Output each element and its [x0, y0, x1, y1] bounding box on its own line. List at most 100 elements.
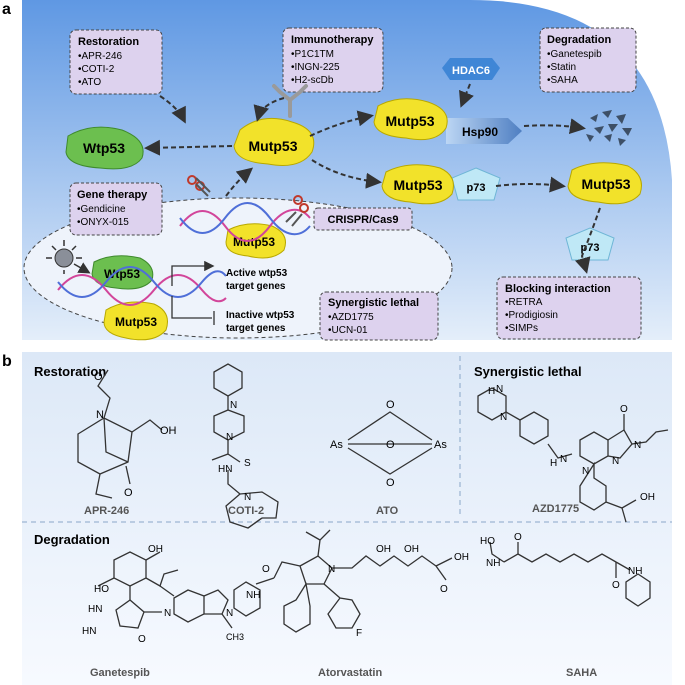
atom-label: OH	[160, 425, 177, 437]
atom-label: O	[262, 564, 270, 575]
active-genes-arrow	[171, 260, 215, 286]
atom-label: N	[500, 412, 507, 423]
mutp53-label: Mutp53	[233, 235, 275, 249]
gene-therapy-item: •Gendicine	[77, 204, 126, 215]
atorvastatin-structure	[233, 529, 453, 633]
degradation-box: Degradation •Ganetespib •Statin •SAHA	[539, 27, 637, 93]
compound-label: COTI-2	[228, 505, 264, 517]
immunotherapy-item: •P1C1TM	[291, 49, 334, 60]
immunotherapy-item: •INGN-225	[291, 62, 340, 73]
atom-label: N	[244, 492, 251, 503]
compound-label: Ganetespib	[90, 667, 150, 679]
mutp53-label: Mutp53	[582, 176, 631, 192]
inactive-genes-inhibition	[171, 296, 215, 325]
active-genes-label: Active wtp53	[226, 268, 288, 279]
atom-label: O	[386, 477, 395, 489]
atom-label: O	[386, 439, 395, 451]
degradation-item: •Ganetespib	[547, 49, 602, 60]
restoration-b-title: Restoration	[34, 364, 106, 379]
atom-label: O	[94, 371, 103, 383]
hdac6-badge: HDAC6	[442, 58, 500, 80]
dna-helix-top	[179, 202, 311, 242]
atom-label: H	[488, 386, 495, 397]
compound-label: ATO	[376, 505, 399, 517]
atom-label: CH3	[226, 632, 244, 642]
restoration-item: •ATO	[78, 77, 101, 88]
degradation-b-title: Degradation	[34, 532, 110, 547]
blocking-item: •Prodigiosin	[505, 310, 558, 321]
restoration-item: •COTI-2	[78, 64, 115, 75]
atom-label: N	[96, 409, 104, 421]
p73-pentagon: p73	[451, 167, 501, 201]
synergistic-item: •AZD1775	[328, 312, 374, 323]
panel-b-background	[22, 352, 672, 685]
degraded-fragments-icon	[586, 110, 632, 146]
immunotherapy-title: Immunotherapy	[291, 34, 374, 46]
atom-label: N	[164, 608, 171, 619]
p73-label: p73	[581, 242, 600, 254]
atom-label: OH	[148, 544, 163, 555]
p73-label: p73	[467, 182, 486, 194]
atom-label: N	[634, 440, 641, 451]
crispr-box: CRISPR/Cas9	[313, 207, 413, 231]
atom-label: O	[440, 584, 448, 595]
wtp53-label: Wtp53	[83, 140, 125, 156]
immunotherapy-box: Immunotherapy •P1C1TM •INGN-225 •H2-scDb	[282, 27, 384, 93]
hsp90-label: Hsp90	[462, 125, 498, 139]
flow-arrows	[144, 83, 601, 274]
atom-label: OH	[640, 492, 655, 503]
wtp53-label: Wtp53	[104, 267, 140, 281]
gene-therapy-title: Gene therapy	[77, 189, 148, 201]
atom-label: N	[582, 466, 589, 477]
atom-label: NH	[628, 566, 642, 577]
compound-label: APR-246	[84, 505, 129, 517]
restoration-item: •APR-246	[78, 51, 123, 62]
atom-label: N	[226, 608, 233, 619]
active-genes-label: target genes	[226, 281, 286, 292]
degradation-item: •Statin	[547, 62, 576, 73]
atom-label: H	[550, 458, 557, 469]
synergistic-title: Synergistic lethal	[328, 297, 419, 309]
gene-therapy-box: Gene therapy •Gendicine •ONYX-015	[69, 182, 163, 236]
hdac6-label: HDAC6	[452, 65, 490, 77]
atom-label: HN	[88, 604, 102, 615]
scissors-icon	[285, 195, 309, 227]
antibody-icon	[272, 84, 308, 118]
immunotherapy-item: •H2-scDb	[291, 75, 334, 86]
synergistic-lethal-box: Synergistic lethal •AZD1775 •UCN-01	[319, 291, 439, 341]
compound-label: Atorvastatin	[318, 667, 382, 679]
mutp53-blob-p73: Mutp53	[381, 164, 454, 205]
synergistic-item: •UCN-01	[328, 325, 368, 336]
mutp53-label: Mutp53	[249, 138, 298, 154]
mutp53-blob-dna: Mutp53	[225, 223, 286, 259]
atom-label: OH	[376, 544, 391, 555]
atom-label: NH	[246, 590, 260, 601]
atom-label: O	[138, 634, 146, 645]
azd1775-structure	[477, 387, 669, 523]
panel-a-label: a	[2, 1, 11, 18]
saha-structure	[489, 541, 651, 607]
blocking-item: •RETRA	[505, 297, 543, 308]
dna-helix-bottom	[57, 266, 227, 306]
gene-therapy-item: •ONYX-015	[77, 217, 129, 228]
atom-label: HO	[480, 536, 495, 547]
compound-label: SAHA	[566, 667, 597, 679]
atom-label: HN	[82, 626, 96, 637]
panel-b-label: b	[2, 353, 12, 370]
atom-label: As	[434, 439, 447, 451]
mutp53-blob-center: Mutp53	[233, 117, 315, 166]
atom-label: N	[496, 384, 503, 395]
atom-label: O	[514, 532, 522, 543]
synergistic-b-title: Synergistic lethal	[474, 364, 582, 379]
blocking-item: •SIMPs	[505, 323, 538, 334]
mutp53-blob-free: Mutp53	[567, 162, 642, 205]
hsp90-shape: Hsp90	[446, 118, 522, 144]
ato-structure	[347, 411, 433, 475]
degradation-item: •SAHA	[547, 75, 578, 86]
atom-label: N	[230, 400, 237, 411]
mutp53-label: Mutp53	[386, 113, 435, 129]
atom-label: N	[328, 564, 335, 575]
scissors-icon	[187, 175, 211, 197]
atom-label: NH	[486, 558, 500, 569]
